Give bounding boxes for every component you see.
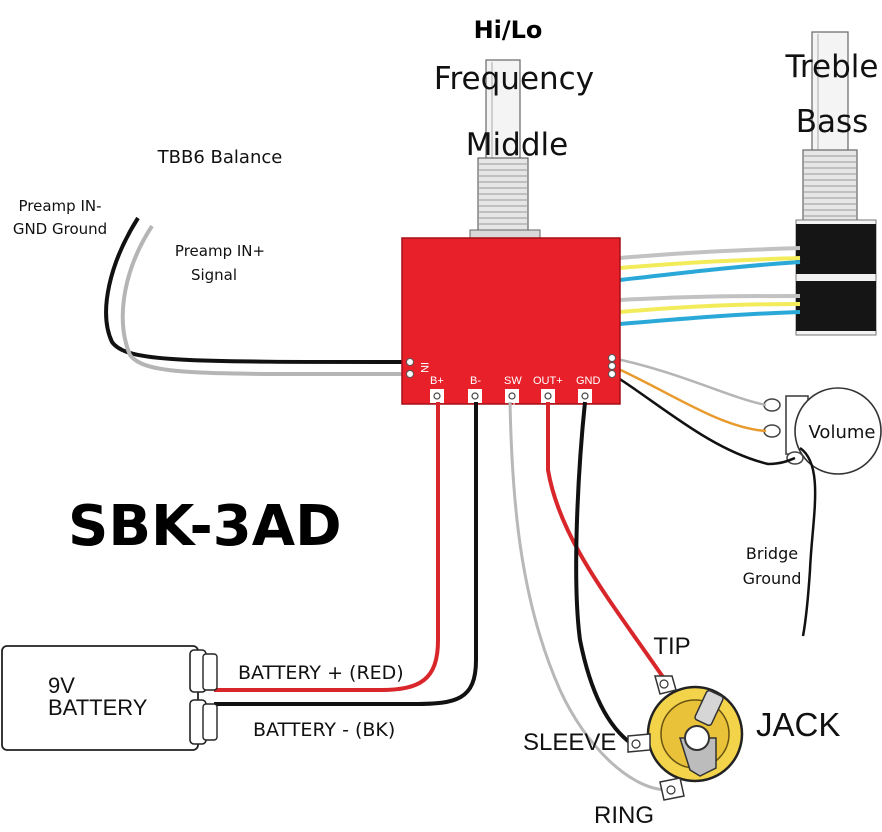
battery: 9V BATTERY [1, 645, 218, 751]
module-in-label: IN [418, 362, 430, 373]
model-title: SBK-3AD [68, 494, 342, 559]
preamp-module: IN B+ B- SW OUT+ GND [401, 237, 621, 405]
battery-minus-label: BATTERY - (BK) [253, 719, 395, 741]
volume-wires [611, 356, 817, 637]
battery-plus-label: BATTERY + (RED) [238, 662, 404, 684]
treble-bass-pot [795, 31, 877, 336]
bass-label: Bass [796, 104, 869, 140]
terminal-gnd: GND [576, 375, 601, 387]
sleeve-label: SLEEVE [523, 729, 616, 756]
input-wires [104, 216, 411, 377]
volume-pot [763, 387, 882, 475]
terminal-sw: SW [504, 375, 522, 387]
battery-line2: BATTERY [48, 695, 148, 720]
treble-label: Treble [785, 49, 879, 85]
volume-label: Volume [809, 422, 876, 443]
jack-wires [508, 401, 669, 792]
input-plus-label-1: Preamp IN+ [175, 242, 265, 260]
middle-pot [469, 59, 541, 240]
middle-label: Middle [466, 127, 568, 163]
bridge-label-2: Ground [743, 569, 802, 588]
battery-wires [214, 402, 478, 706]
terminal-b-plus: B+ [430, 375, 444, 387]
frequency-label: Frequency [434, 61, 594, 97]
input-minus-label-2: GND Ground [13, 220, 107, 238]
bridge-label-1: Bridge [746, 544, 798, 563]
terminal-b-minus: B- [470, 375, 481, 387]
output-jack [627, 675, 744, 801]
balance-label: TBB6 Balance [157, 147, 283, 168]
battery-line1: 9V [48, 673, 75, 698]
jack-label: JACK [756, 706, 840, 743]
tip-label: TIP [653, 633, 690, 660]
input-plus-label-2: Signal [191, 266, 237, 284]
input-minus-label-1: Preamp IN- [19, 197, 102, 215]
ring-label: RING [594, 802, 654, 829]
pot-wires [619, 246, 801, 326]
hilo-label: Hi/Lo [474, 16, 543, 44]
terminal-out-plus: OUT+ [533, 375, 563, 387]
